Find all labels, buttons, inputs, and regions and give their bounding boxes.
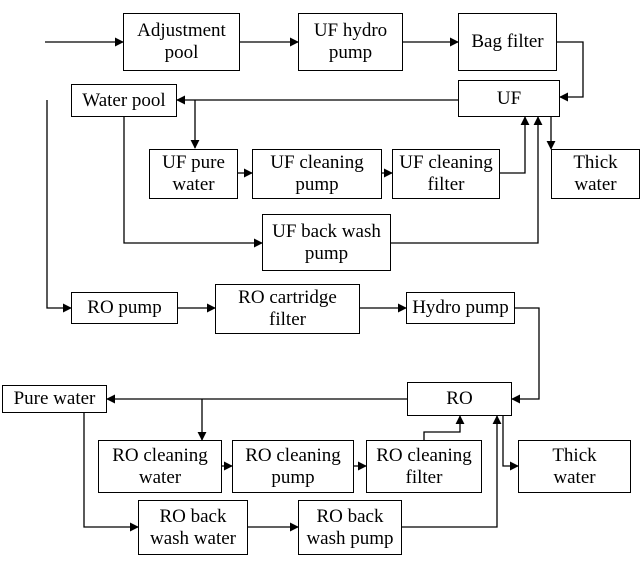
uf-cleaning-pump-box: UF cleaning pump: [252, 149, 382, 199]
pure-water-box: Pure water: [2, 385, 107, 413]
ro-back-wash-pump-box: RO back wash pump: [298, 500, 402, 555]
ro-back-wash-pump-to-ro-arrow: [402, 415, 502, 528]
thick-water-box-1: Thick water: [551, 149, 640, 199]
uf-back-wash-pump-box: UF back wash pump: [262, 214, 391, 271]
water-pool-to-ro-pump-arrow: [46, 100, 72, 313]
uf-cleaning-filter-box: UF cleaning filter: [392, 149, 500, 199]
ro-box: RO: [407, 382, 512, 416]
ro-cleaning-filter-box: RO cleaning filter: [366, 440, 482, 493]
ro-cleaning-water-box: RO cleaning water: [98, 440, 222, 493]
water-pool-to-uf-back-wash-arrow: [123, 117, 263, 248]
adjustment-pool-box: Adjustment pool: [123, 13, 240, 71]
ro-cleaning-filter-to-ro-arrow: [423, 415, 465, 440]
ro-to-thick-water-arrow: [502, 416, 519, 471]
pure-water-to-ro-back-wash-arrow: [83, 413, 139, 532]
uf-box: UF: [458, 80, 560, 117]
water-pool-box: Water pool: [71, 84, 177, 117]
ro-pump-box: RO pump: [71, 292, 178, 324]
uf-cleaning-filter-to-uf-arrow: [500, 116, 530, 174]
uf-pure-water-box: UF pure water: [149, 149, 238, 199]
uf-hydro-pump-box: UF hydro pump: [298, 13, 403, 71]
bag-filter-to-uf-arrow: [557, 41, 584, 102]
hydro-pump-box: Hydro pump: [406, 292, 515, 324]
bag-filter-box: Bag filter: [458, 13, 557, 71]
hydro-pump-to-ro-arrow: [511, 307, 540, 404]
thick-water-box-2: Thick water: [518, 440, 631, 493]
uf-back-wash-to-uf-arrow: [391, 116, 543, 244]
ro-cartridge-filter-box: RO cartridge filter: [215, 284, 360, 334]
ro-back-wash-water-box: RO back wash water: [138, 500, 248, 555]
ro-cleaning-pump-box: RO cleaning pump: [232, 440, 354, 493]
